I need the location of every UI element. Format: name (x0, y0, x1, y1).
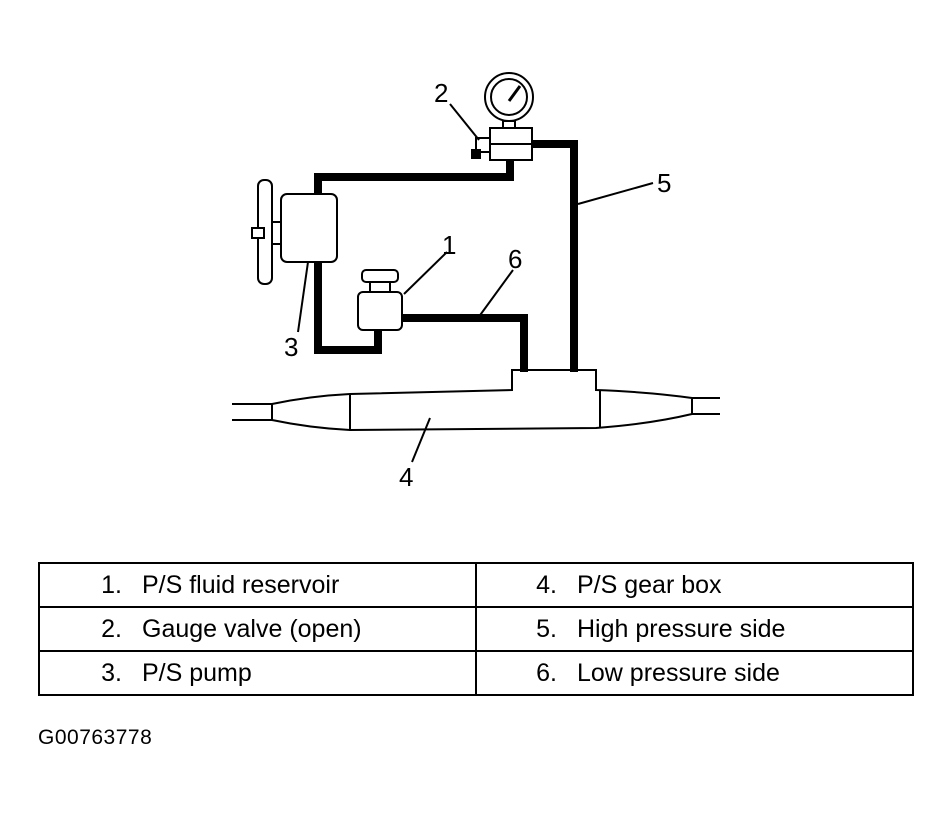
legend-cell: 5. High pressure side (475, 606, 914, 652)
reservoir-cap (361, 269, 399, 283)
pressure-gauge (471, 72, 534, 161)
reservoir-neck (369, 281, 391, 293)
legend-label: P/S pump (142, 659, 252, 687)
fluid-reservoir (357, 269, 403, 331)
leader-2 (449, 103, 480, 141)
legend-row: 3. P/S pump 6. Low pressure side (38, 650, 914, 696)
reservoir-body (357, 291, 403, 331)
legend-row: 1. P/S fluid reservoir 4. P/S gear box (38, 562, 914, 608)
leader-lines (297, 103, 654, 463)
gauge-needle (507, 85, 522, 102)
gear-box-left-rod (232, 403, 273, 421)
gauge-valve-handle (475, 137, 491, 153)
legend-cell: 6. Low pressure side (475, 650, 914, 696)
legend-label: Gauge valve (open) (142, 615, 362, 643)
leader-3 (297, 261, 309, 333)
callout-1: 1 (442, 230, 456, 260)
callout-6: 6 (508, 244, 522, 274)
legend-number: 2. (101, 615, 122, 643)
leader-1 (403, 251, 448, 295)
gear-box-right-rod (691, 397, 720, 415)
legend-cell: 3. P/S pump (38, 650, 477, 696)
figure-id: G00763778 (38, 726, 153, 749)
low-pressure-line (398, 314, 528, 372)
ps-pump (251, 179, 338, 285)
reservoir-to-pump-line (314, 256, 382, 354)
power-steering-diagram: 1 2 3 4 5 6 (232, 72, 720, 492)
legend-label: P/S fluid reservoir (142, 571, 340, 599)
leader-4 (411, 417, 431, 463)
leader-5 (577, 182, 654, 205)
callout-2: 2 (434, 78, 448, 108)
legend-cell: 2. Gauge valve (open) (38, 606, 477, 652)
legend-label: P/S gear box (577, 571, 722, 599)
legend-table: 1. P/S fluid reservoir 4. P/S gear box 2. G… (38, 562, 914, 696)
pump-body (280, 193, 338, 263)
legend-number: 6. (536, 659, 557, 687)
pump-shaft (251, 227, 265, 239)
legend-cell: 1. P/S fluid reservoir (38, 562, 477, 608)
legend-number: 4. (536, 571, 557, 599)
legend-cell: 4. P/S gear box (475, 562, 914, 608)
callout-5: 5 (657, 168, 671, 198)
gauge-dial (484, 72, 534, 122)
legend-number: 3. (101, 659, 122, 687)
legend-label: High pressure side (577, 615, 786, 643)
legend-label: Low pressure side (577, 659, 780, 687)
gear-box (232, 369, 720, 432)
leader-6 (477, 269, 514, 319)
gear-box-body (271, 369, 693, 432)
legend-number: 5. (536, 615, 557, 643)
legend-row: 2. Gauge valve (open) 5. High pressure sid… (38, 606, 914, 652)
pump-to-gauge-line (314, 150, 514, 198)
callout-4: 4 (399, 462, 413, 492)
callout-3: 3 (284, 332, 298, 362)
legend-number: 1. (101, 571, 122, 599)
